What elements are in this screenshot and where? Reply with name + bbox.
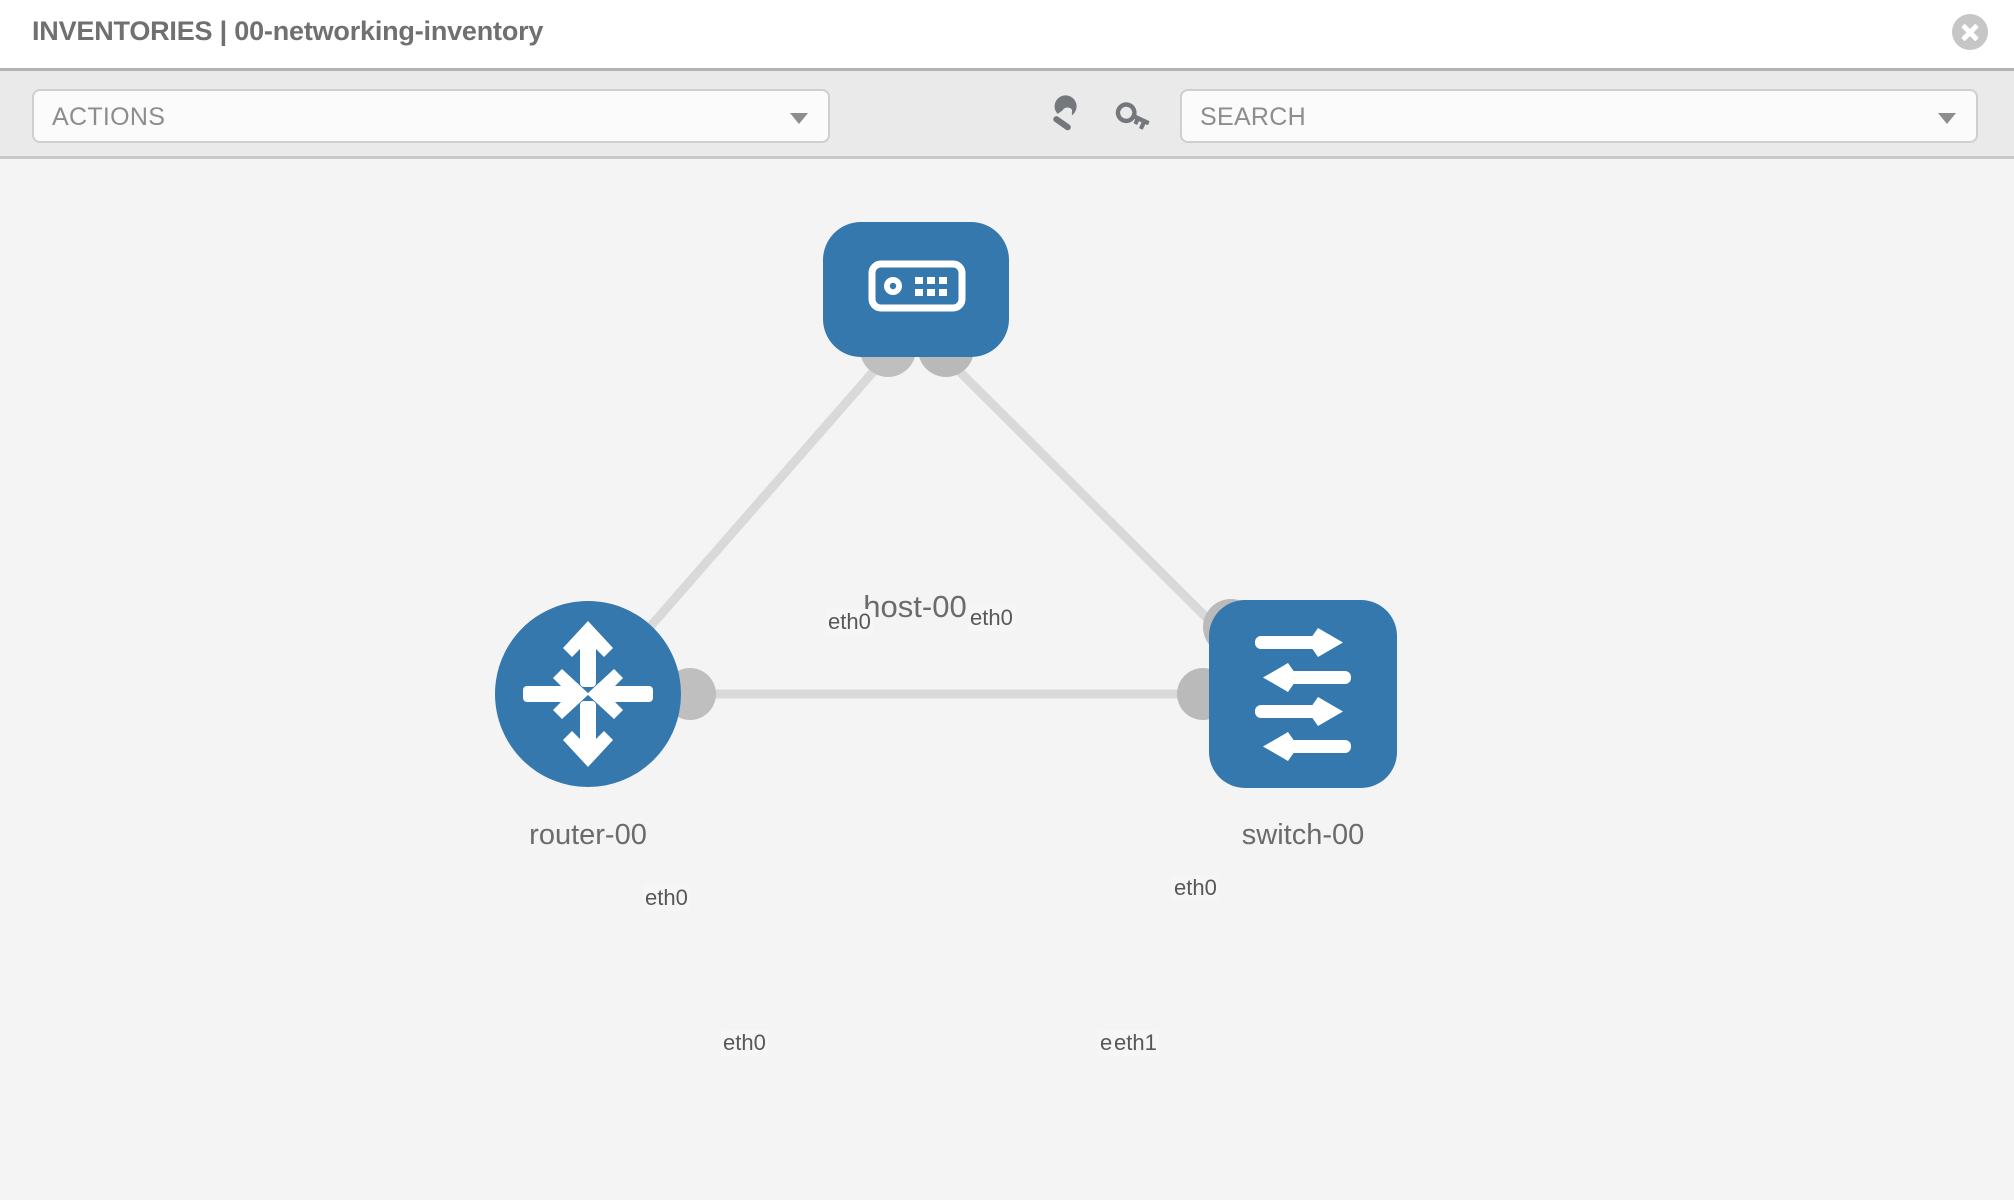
topology-canvas[interactable]: host-00 router-00 switch-00 eth0 eth0 et… (0, 159, 2014, 1200)
topology-connector-nubs (664, 321, 1259, 720)
iface-label-switch-left: eth1 (1112, 1030, 1159, 1056)
wrench-icon[interactable] (1043, 95, 1087, 139)
router-arrows-icon (523, 621, 653, 767)
switch-arrows-icon (1255, 628, 1351, 761)
breadcrumb: INVENTORIES | 00-networking-inventory (32, 16, 544, 46)
server-icon (868, 260, 966, 312)
iface-label-host-left: eth0 (826, 609, 873, 635)
topology-graph (495, 222, 1397, 788)
node-router-00[interactable] (495, 601, 681, 787)
iface-label-host-right: eth0 (968, 605, 1015, 631)
chevron-down-icon (790, 113, 808, 124)
iface-label-switch-up: eth0 (1172, 875, 1219, 901)
node-switch-00-shape[interactable] (1209, 600, 1397, 788)
actions-dropdown-label: ACTIONS (52, 103, 166, 131)
iface-label-router-right: eth0 (721, 1030, 768, 1056)
page-header: INVENTORIES | 00-networking-inventory (0, 0, 2014, 68)
node-switch-00[interactable] (1209, 600, 1397, 788)
node-label-router-00: router-00 (527, 819, 649, 852)
node-host-00[interactable] (823, 222, 1009, 357)
key-icon[interactable] (1111, 95, 1155, 139)
search-input[interactable]: SEARCH (1180, 89, 1978, 143)
toolbar: ACTIONS SEARCH (0, 68, 2014, 159)
node-label-host-00: host-00 (861, 589, 969, 625)
close-icon[interactable] (1952, 14, 1988, 50)
topology-links (596, 360, 1262, 699)
search-input-value: SEARCH (1200, 103, 1306, 131)
chevron-down-icon (1938, 113, 1956, 124)
iface-label-router-up: eth0 (643, 885, 690, 911)
actions-dropdown[interactable]: ACTIONS (32, 89, 830, 143)
node-label-switch-00: switch-00 (1239, 819, 1367, 852)
